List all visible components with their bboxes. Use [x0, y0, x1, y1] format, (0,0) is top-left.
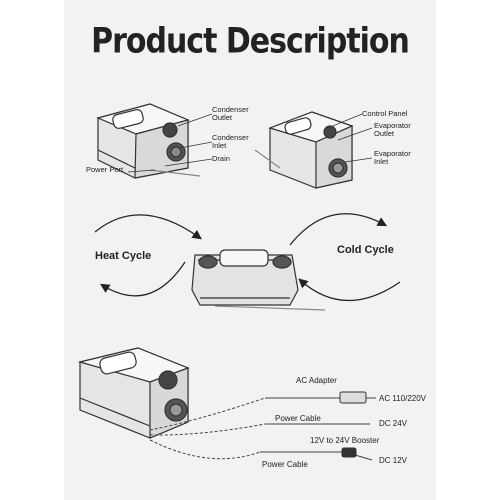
ac-adapter-box: [339, 391, 367, 404]
label-dc-12: DC 12V: [379, 456, 408, 465]
label-power-port: Power Port: [86, 165, 124, 174]
cable-dc24: [149, 423, 266, 436]
label-evaporator-outlet: Evaporator Outlet: [374, 121, 411, 138]
heat-cycle-arrow-lower: [99, 261, 186, 297]
label-evaporator-inlet: Evaporator Inlet: [374, 149, 411, 166]
label-power-cable-2: Power Cable: [262, 460, 308, 469]
label-heat-cycle: Heat Cycle: [95, 250, 152, 262]
page-title: Product Description: [91, 21, 410, 62]
label-ac-voltage: AC 110/220V: [379, 394, 426, 403]
cable-ac: [149, 397, 266, 431]
unit-middle: [191, 249, 326, 311]
label-condenser-outlet: Condenser Outlet: [212, 105, 249, 122]
cable-dc12: [149, 439, 261, 460]
unit-top-left: [96, 103, 201, 179]
label-power-cable-1: Power Cable: [275, 414, 321, 423]
booster-box: [341, 447, 357, 458]
label-drain: Drain: [212, 154, 230, 163]
label-cold-cycle: Cold Cycle: [337, 244, 394, 256]
label-condenser-inlet: Condenser Inlet: [212, 133, 249, 150]
label-booster: 12V to 24V Booster: [310, 436, 380, 445]
label-control-panel: Control Panel: [362, 109, 408, 118]
unit-bottom: [77, 347, 190, 439]
cold-cycle-arrow-lower: [298, 278, 401, 302]
label-ac-adapter: AC Adapter: [296, 376, 337, 385]
heat-cycle-arrow: [94, 214, 202, 240]
label-dc-24: DC 24V: [379, 419, 408, 428]
unit-top-right: [254, 111, 354, 189]
cold-cycle-arrow: [289, 213, 388, 246]
